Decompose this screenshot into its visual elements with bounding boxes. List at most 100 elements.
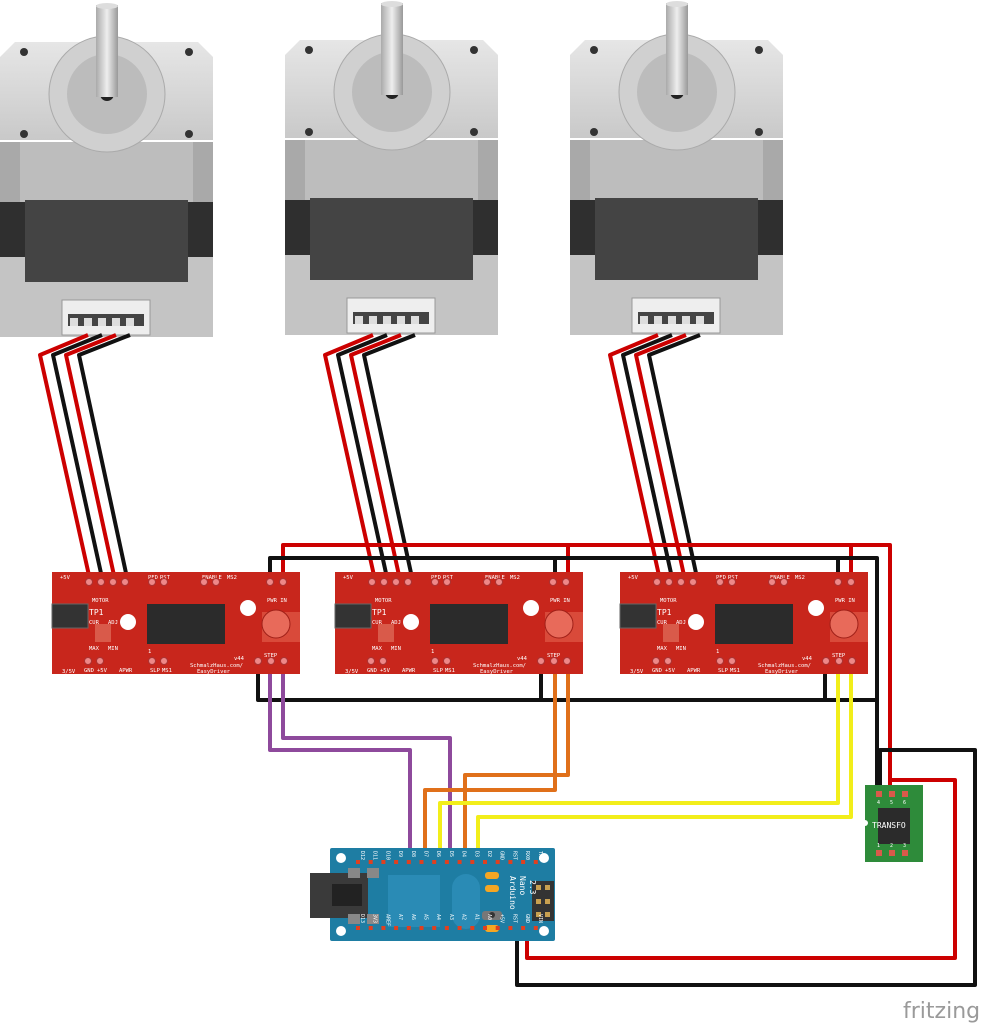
pin-d7[interactable]: [419, 860, 424, 864]
header-pin[interactable]: [562, 578, 570, 586]
arduino-ground-wire[interactable]: [515, 748, 977, 987]
pin-a2[interactable]: [457, 926, 462, 930]
header-pin[interactable]: [834, 578, 842, 586]
pin-d9[interactable]: [394, 860, 399, 864]
header-pin[interactable]: [716, 657, 724, 665]
header-pin[interactable]: [822, 657, 830, 665]
header-pin[interactable]: [689, 578, 697, 586]
header-pin[interactable]: [266, 578, 274, 586]
header-pin[interactable]: [148, 578, 156, 586]
pin-d6[interactable]: [432, 860, 437, 864]
header-pin[interactable]: [200, 578, 208, 586]
header-pin[interactable]: [96, 657, 104, 665]
pin-d3[interactable]: [470, 860, 475, 864]
header-pin[interactable]: [664, 657, 672, 665]
pin-d8[interactable]: [406, 860, 411, 864]
pin-a6[interactable]: [406, 926, 411, 930]
step-wire-1[interactable]: [268, 662, 412, 855]
header-pin[interactable]: [254, 657, 262, 665]
header-pin[interactable]: [380, 578, 388, 586]
header-pin[interactable]: [677, 578, 685, 586]
header-pin[interactable]: [267, 657, 275, 665]
header-pin[interactable]: [121, 578, 129, 586]
header-pin[interactable]: [653, 578, 661, 586]
pin-d4[interactable]: [457, 860, 462, 864]
header-pin[interactable]: [716, 578, 724, 586]
transformer-pin[interactable]: [902, 791, 908, 797]
dir-wire-2[interactable]: [463, 662, 570, 855]
pin-3v3[interactable]: [368, 926, 373, 930]
header-pin[interactable]: [652, 657, 660, 665]
pin-d5[interactable]: [444, 860, 449, 864]
transformer-pin[interactable]: [889, 791, 895, 797]
current-adjust-pot[interactable]: [378, 624, 394, 642]
header-pin[interactable]: [368, 578, 376, 586]
pin-d12[interactable]: [356, 860, 360, 864]
header-pin[interactable]: [280, 657, 288, 665]
dir-wire-1[interactable]: [281, 662, 452, 855]
dir-wire-3[interactable]: [476, 662, 853, 855]
pin-aref[interactable]: [381, 926, 386, 930]
stepper-motor[interactable]: [570, 1, 783, 335]
pin-a0[interactable]: [483, 926, 487, 930]
motor-coil-wire[interactable]: [77, 333, 131, 581]
power-ground-wire[interactable]: [268, 556, 879, 790]
header-pin[interactable]: [212, 578, 220, 586]
header-pin[interactable]: [563, 657, 571, 665]
motor-coil-wire[interactable]: [349, 333, 402, 581]
header-pin[interactable]: [160, 578, 168, 586]
stepper-motor[interactable]: [285, 1, 498, 335]
header-pin[interactable]: [780, 578, 788, 586]
header-pin[interactable]: [848, 657, 856, 665]
pin-d2[interactable]: [483, 860, 487, 864]
pin-a3[interactable]: [444, 926, 449, 930]
header-pin[interactable]: [160, 657, 168, 665]
pin-vin[interactable]: [533, 926, 538, 930]
motor-coil-wire[interactable]: [621, 333, 675, 581]
pin-a5[interactable]: [419, 926, 424, 930]
stepper-motor[interactable]: [0, 3, 213, 337]
header-pin[interactable]: [84, 657, 92, 665]
header-pin[interactable]: [404, 578, 412, 586]
header-pin[interactable]: [847, 578, 855, 586]
motor-coil-wire[interactable]: [336, 333, 390, 581]
transformer-pin[interactable]: [876, 850, 882, 856]
pin-tx1[interactable]: [533, 860, 538, 864]
header-pin[interactable]: [367, 657, 375, 665]
header-pin[interactable]: [148, 657, 156, 665]
pin-d10[interactable]: [381, 860, 386, 864]
motor-coil-wire[interactable]: [323, 333, 377, 581]
pin-d13[interactable]: [356, 926, 360, 930]
header-pin[interactable]: [537, 657, 545, 665]
header-pin[interactable]: [483, 578, 491, 586]
pin-gnd[interactable]: [521, 926, 526, 930]
current-adjust-pot[interactable]: [95, 624, 111, 642]
header-pin[interactable]: [550, 657, 558, 665]
pin-a1[interactable]: [470, 926, 475, 930]
current-adjust-pot[interactable]: [663, 624, 679, 642]
pin-a4[interactable]: [432, 926, 437, 930]
pin-a7[interactable]: [394, 926, 399, 930]
transformer-pin[interactable]: [902, 850, 908, 856]
pin-rx0[interactable]: [521, 860, 526, 864]
header-pin[interactable]: [549, 578, 557, 586]
header-pin[interactable]: [665, 578, 673, 586]
step-wire-3[interactable]: [438, 662, 840, 855]
transformer-pin[interactable]: [889, 850, 895, 856]
motor-coil-wire[interactable]: [634, 333, 687, 581]
header-pin[interactable]: [768, 578, 776, 586]
motor-coil-wire[interactable]: [38, 333, 92, 581]
pin-+5v[interactable]: [495, 926, 500, 930]
arduino-vin-wire[interactable]: [525, 778, 957, 960]
header-pin[interactable]: [443, 578, 451, 586]
header-pin[interactable]: [109, 578, 117, 586]
logic-ground-wire[interactable]: [256, 662, 877, 702]
header-pin[interactable]: [728, 578, 736, 586]
header-pin[interactable]: [835, 657, 843, 665]
step-wire-2[interactable]: [423, 662, 557, 855]
header-pin[interactable]: [97, 578, 105, 586]
